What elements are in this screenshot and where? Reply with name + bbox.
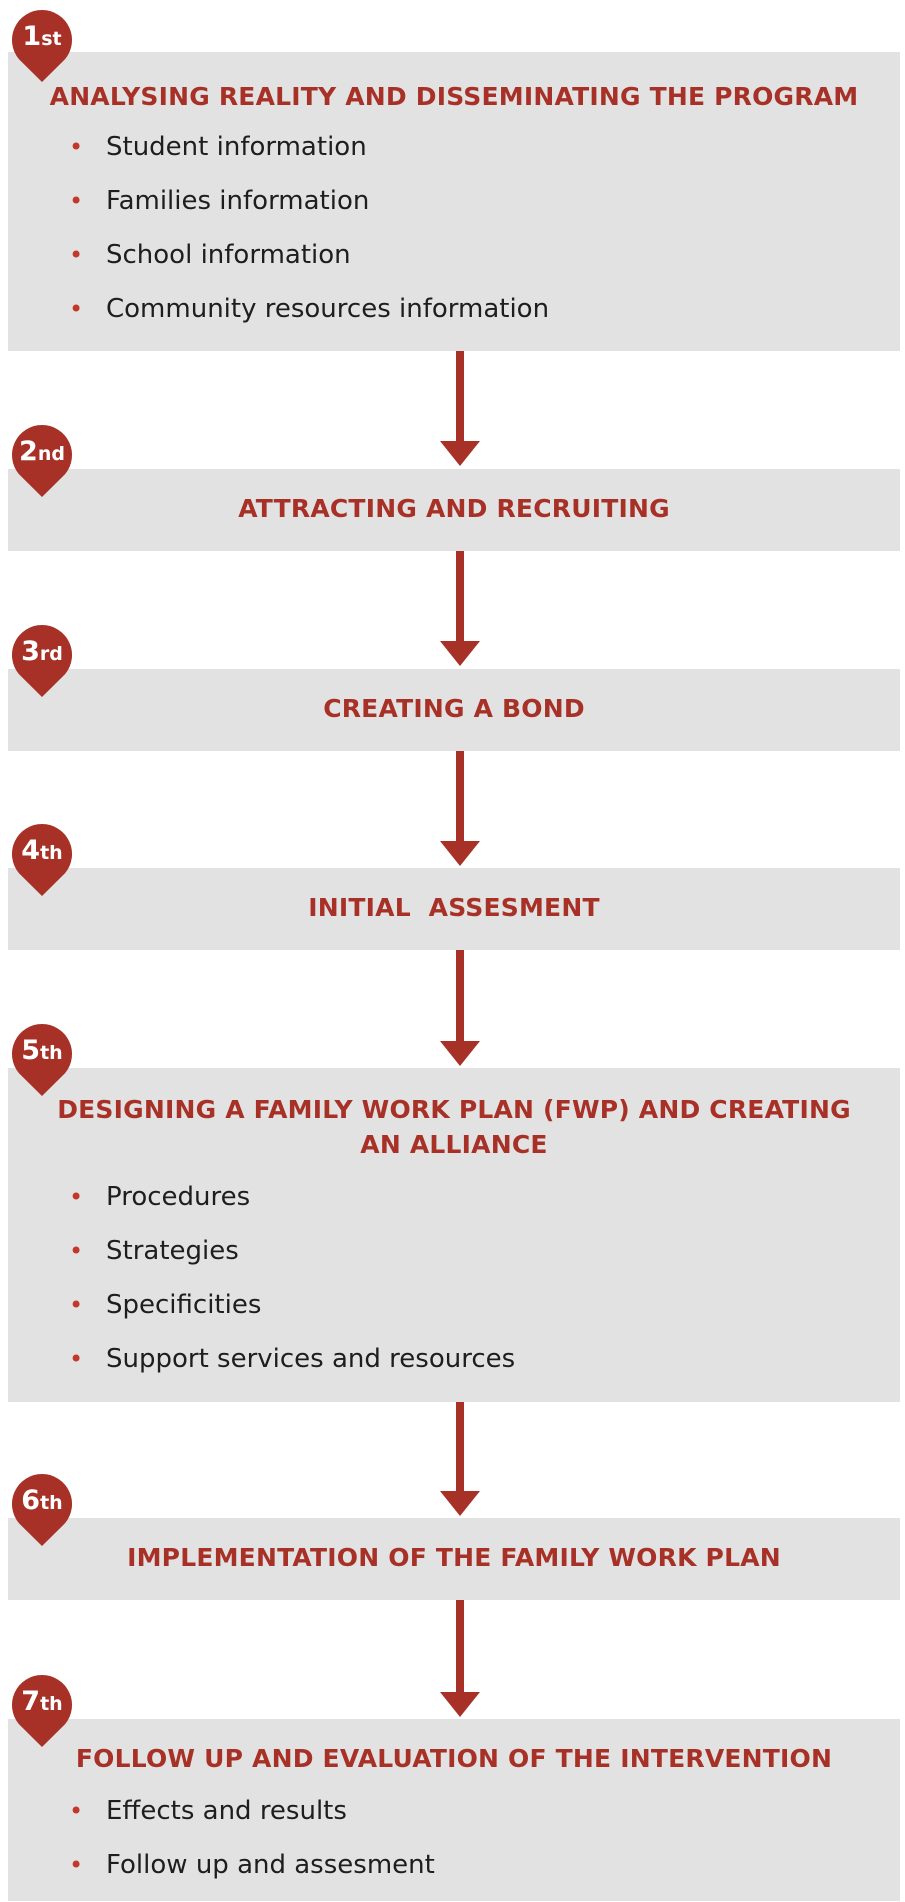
map-pin-icon [11,1024,73,1096]
step-2-title: ATTRACTING AND RECRUITING [238,494,670,523]
step-5-title-line-2: AN ALLIANCE [360,1130,548,1159]
list-item: •Families information [69,186,370,216]
step-5-badge: 5th [11,1024,73,1096]
arrow-down-icon [440,551,480,666]
step-1-number: 1 [22,21,42,52]
step-5-bullet-list: •Procedures •Strategies •Specificities •… [63,1180,515,1396]
list-item: •Procedures [69,1182,251,1212]
flow-arrow-6 [440,1600,480,1717]
map-pin-icon [11,9,73,82]
step-6-box: IMPLEMENTATION OF THE FAMILY WORK PLAN [8,1518,900,1600]
step-1-box: ANALYSING REALITY AND DISSEMINATING THE … [8,52,900,351]
map-pin-icon [11,424,73,497]
arrow-down-icon [440,1600,480,1717]
step-5-suffix: th [40,1042,63,1064]
flow-arrow-5 [440,1402,480,1516]
list-item: •Support services and resources [69,1344,516,1374]
flow-arrow-1 [440,351,480,466]
bullet-dot-icon: • [69,1237,84,1265]
step-2-number: 2 [19,436,38,467]
step-4-suffix: th [40,842,63,864]
list-item: •Strategies [69,1236,239,1266]
step-3-number: 3 [21,636,40,667]
list-item: •Community resources information [69,294,550,324]
list-item: •Follow up and assesment [69,1850,435,1880]
step-7-suffix: th [40,1693,63,1715]
step-4-number: 4 [21,835,41,866]
arrow-down-icon [440,950,480,1066]
arrow-down-icon [440,1402,480,1516]
flow-arrow-3 [440,751,480,866]
bullet-dot-icon: • [69,295,84,323]
step-6-badge: 6th [11,1474,73,1546]
step-4-badge: 4th [11,824,73,896]
map-pin-icon [11,1675,73,1747]
step-6-number: 6 [21,1485,41,1516]
step-2-box: ATTRACTING AND RECRUITING [8,469,900,551]
bullet-dot-icon: • [69,241,84,269]
bullet-dot-icon: • [69,187,84,215]
step-5-title-line-1: DESIGNING A FAMILY WORK PLAN (FWP) AND C… [57,1095,851,1124]
step-7-title: FOLLOW UP AND EVALUATION OF THE INTERVEN… [75,1744,833,1773]
step-5-box: DESIGNING A FAMILY WORK PLAN (FWP) AND C… [8,1068,900,1402]
flow-arrow-4 [440,950,480,1066]
step-4-title: INITIAL ASSESMENT [308,893,600,922]
step-1-bullet-list: •Student information •Families informati… [63,130,549,346]
step-1-title: ANALYSING REALITY AND DISSEMINATING THE … [49,82,859,111]
bullet-dot-icon: • [69,1291,84,1319]
step-6-title: IMPLEMENTATION OF THE FAMILY WORK PLAN [127,1543,781,1572]
step-3-title: CREATING A BOND [323,694,585,723]
bullet-dot-icon: • [69,1345,84,1373]
map-pin-icon [11,1474,73,1546]
map-pin-icon [11,625,73,697]
step-7-number: 7 [21,1686,41,1717]
list-item: •Specificities [69,1290,262,1320]
bullet-dot-icon: • [69,133,84,161]
list-item: •School information [69,240,351,270]
bullet-dot-icon: • [69,1797,84,1825]
step-1-badge: 1st [11,9,73,82]
step-7-bullet-list: •Effects and results •Follow up and asse… [63,1794,435,1902]
arrow-down-icon [440,351,480,466]
flow-arrow-2 [440,551,480,666]
step-1-suffix: st [41,28,62,50]
step-7-badge: 7th [11,1675,73,1747]
step-2-badge: 2nd [11,424,73,497]
arrow-down-icon [440,751,480,866]
list-item: •Student information [69,132,367,162]
step-5-number: 5 [21,1035,41,1066]
list-item: •Effects and results [69,1796,347,1826]
step-2-suffix: nd [37,443,65,465]
step-3-badge: 3rd [11,625,73,697]
step-6-suffix: th [40,1492,63,1514]
bullet-dot-icon: • [69,1183,84,1211]
step-4-box: INITIAL ASSESMENT [8,868,900,950]
step-3-suffix: rd [39,643,63,665]
map-pin-icon [11,824,73,896]
bullet-dot-icon: • [69,1851,84,1879]
step-7-box: FOLLOW UP AND EVALUATION OF THE INTERVEN… [8,1719,900,1901]
step-3-box: CREATING A BOND [8,669,900,751]
